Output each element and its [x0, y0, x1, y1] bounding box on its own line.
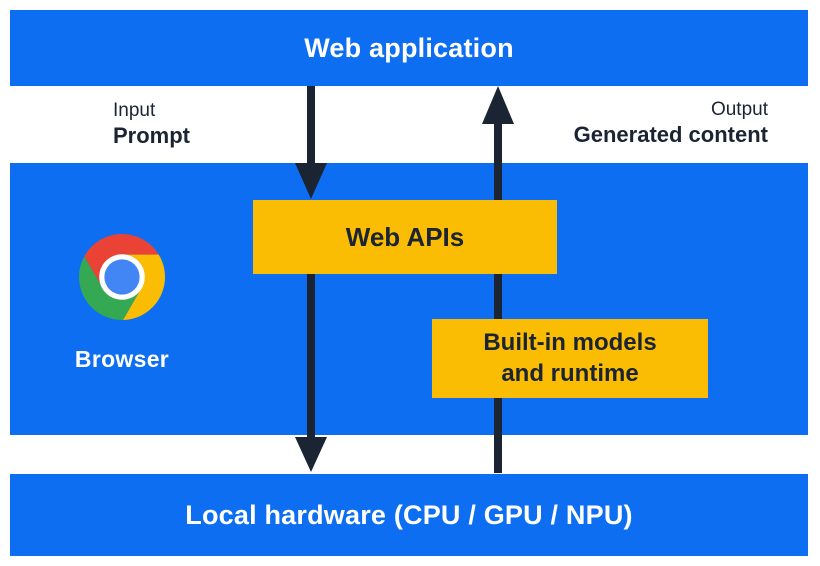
input-value-label: Prompt	[113, 123, 190, 148]
input-label: Input	[113, 100, 156, 121]
builtin-models-box: Built-in models and runtime	[432, 319, 708, 398]
output-value-label: Generated content	[573, 122, 768, 147]
web-application-label: Web application	[304, 32, 514, 63]
local-hardware-bar: Local hardware (CPU / GPU / NPU)	[10, 474, 808, 556]
chrome-browser-icon	[79, 234, 165, 320]
builtin-models-line1: Built-in models	[483, 329, 657, 357]
builtin-models-line2: and runtime	[501, 359, 639, 387]
browser-group: Browser	[48, 234, 196, 373]
local-hardware-label: Local hardware (CPU / GPU / NPU)	[185, 499, 633, 530]
browser-label: Browser	[74, 346, 170, 372]
web-apis-label: Web APIs	[345, 221, 465, 252]
web-apis-box: Web APIs	[253, 200, 557, 274]
output-label: Output	[710, 99, 768, 120]
web-application-bar: Web application	[10, 10, 808, 86]
